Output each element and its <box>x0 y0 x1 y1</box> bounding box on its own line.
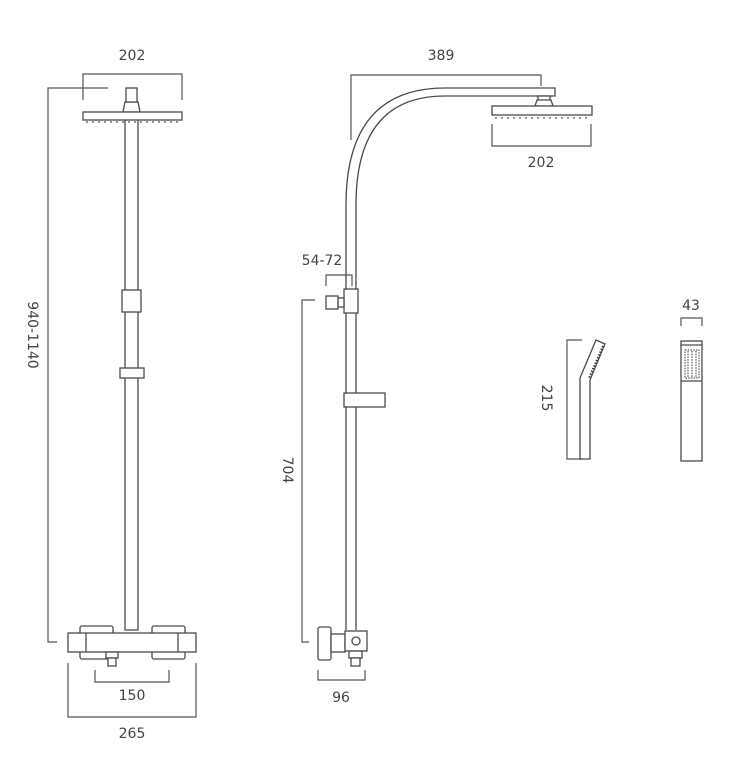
dim-arm-projection: 389 <box>350 48 542 140</box>
head-swivel <box>125 87 138 103</box>
label-outlet-height: 704 <box>279 457 295 484</box>
handset-body-side <box>579 339 606 460</box>
dim-valve-width: 265 <box>67 663 197 742</box>
label-height-range: 940-1140 <box>24 301 40 368</box>
label-handset-length: 215 <box>538 385 554 412</box>
wall-bracket-block <box>343 288 359 314</box>
height-collar <box>121 289 142 313</box>
label-head-width-side: 202 <box>528 155 555 171</box>
label-wall-offset: 54-72 <box>302 253 343 269</box>
dim-valve-depth: 96 <box>317 670 366 706</box>
label-handset-width: 43 <box>682 298 700 314</box>
riser-arm <box>345 87 556 630</box>
handset-slider <box>119 367 145 379</box>
label-valve-depth: 96 <box>332 690 350 706</box>
bar-valve <box>67 625 197 667</box>
label-arm-projection: 389 <box>428 48 455 64</box>
wall-bracket <box>325 295 339 310</box>
handset-front: 43 <box>680 298 703 462</box>
front-view: 202 940-1140 150 265 <box>24 48 197 742</box>
head-connector-side <box>534 99 554 107</box>
dim-outlet-height: 704 <box>279 299 315 643</box>
dim-valve-centres: 150 <box>94 670 170 704</box>
head-connector <box>122 101 141 113</box>
label-valve-width: 265 <box>119 726 146 742</box>
shower-head-side <box>491 105 593 116</box>
label-valve-centres: 150 <box>119 688 146 704</box>
handset-side: 215 <box>538 339 606 460</box>
dim-head-width-front: 202 <box>82 48 183 100</box>
handset-body-front <box>680 340 703 462</box>
side-view: 389 202 54-72 704 <box>279 48 593 706</box>
dim-wall-offset: 54-72 <box>302 253 353 286</box>
dim-height-range: 940-1140 <box>24 87 108 643</box>
dim-head-width-side: 202 <box>491 124 592 171</box>
shower-head <box>82 111 183 121</box>
wall-bracket-neck <box>337 297 345 308</box>
valve-side <box>317 626 368 667</box>
handset-holder <box>343 392 386 408</box>
handset-spray-grid <box>684 349 700 379</box>
label-head-width: 202 <box>119 48 146 64</box>
